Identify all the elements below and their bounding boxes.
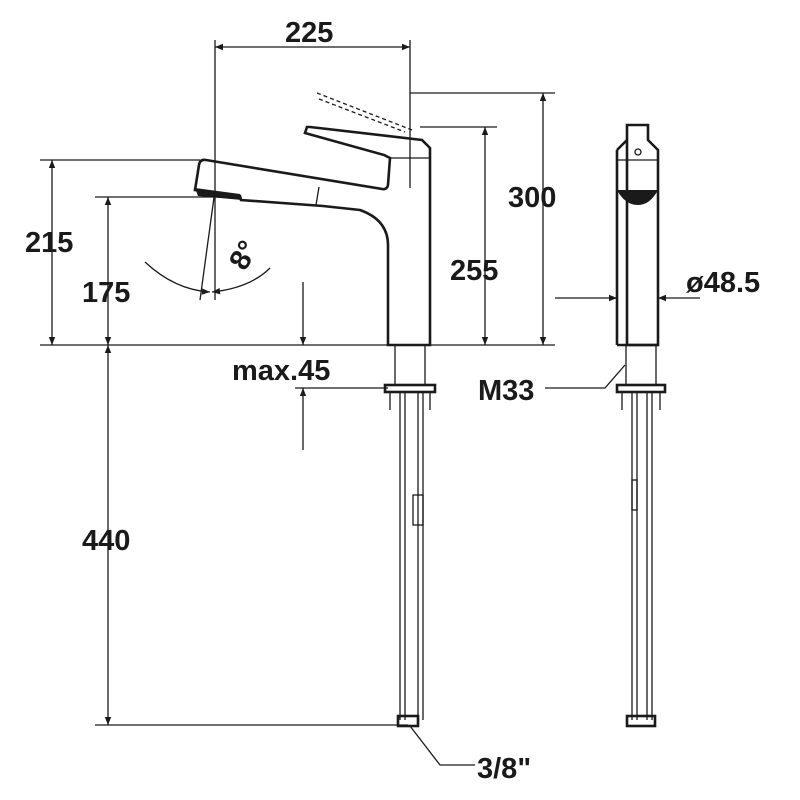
dimension-lines xyxy=(48,43,700,725)
label-thread: M33 xyxy=(478,375,534,407)
dim-swivel-angle: 8° xyxy=(223,235,265,275)
dim-body-height: 255 xyxy=(450,255,498,287)
tap-front-view xyxy=(193,92,437,728)
dim-hose-length: 440 xyxy=(82,525,130,557)
tap-side-view xyxy=(615,123,667,728)
dim-total-height: 300 xyxy=(508,182,556,214)
dim-spout-reach: 225 xyxy=(285,17,333,49)
dim-max-counter: max.45 xyxy=(232,355,330,387)
extension-lines xyxy=(40,40,626,766)
dim-spout-height: 215 xyxy=(25,227,73,259)
label-connection: 3/8" xyxy=(477,753,531,785)
dim-body-diameter: ø48.5 xyxy=(686,267,760,299)
dim-outlet-height: 175 xyxy=(82,277,130,309)
